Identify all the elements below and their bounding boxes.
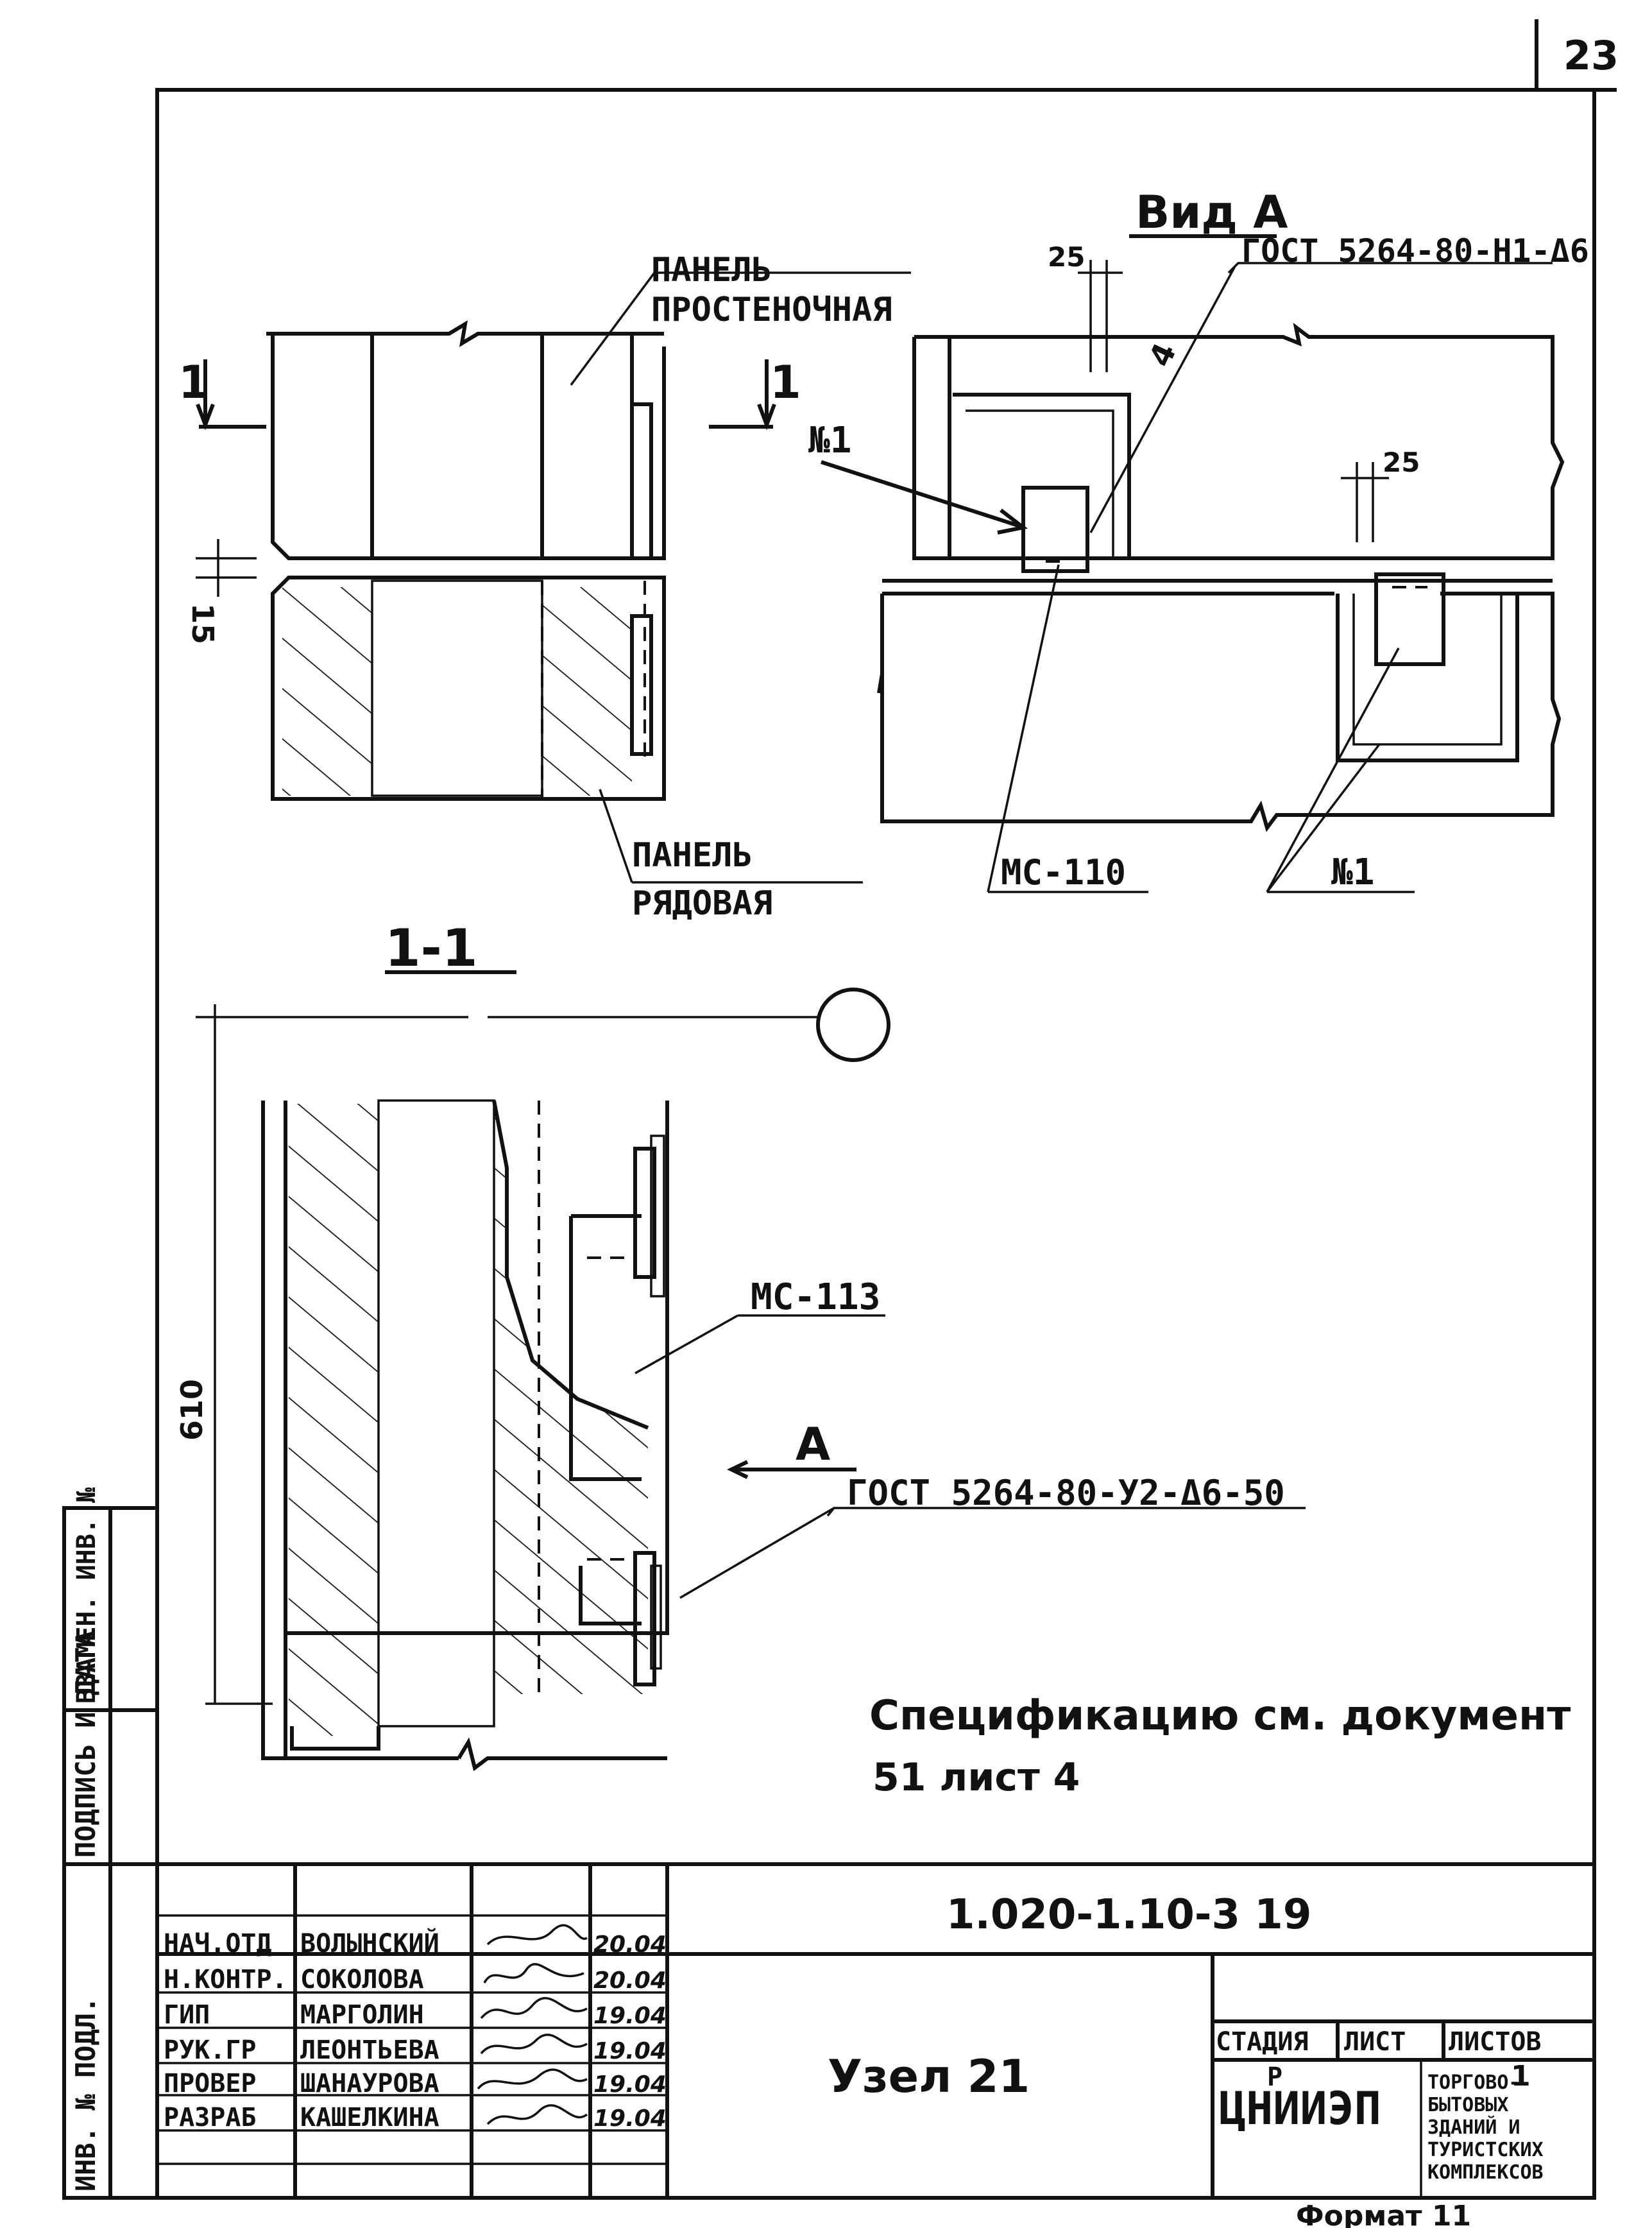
sheet-number: 23 xyxy=(1563,32,1619,79)
staff-role: НАЧ.ОТД xyxy=(164,1929,272,1958)
dim-gap: 15 xyxy=(185,603,220,644)
item-no1-right: №1 xyxy=(1331,852,1374,893)
org-description: ТОРГОВО- БЫТОВЫХ ЗДАНИЙ И ТУРИСТСКИХ КОМ… xyxy=(1427,2071,1544,2184)
cut-mark-left: 1 xyxy=(178,356,210,409)
staff-role: ГИП xyxy=(164,2000,210,2030)
sheets-header: ЛИСТОВ xyxy=(1449,2027,1542,2057)
org-desc-line: КОМПЛЕКСОВ xyxy=(1427,2161,1544,2184)
stage-header: СТАДИЯ xyxy=(1216,2027,1309,2057)
sheet-header: ЛИСТ xyxy=(1344,2027,1406,2057)
side-inv-no-podl: ИНВ. № ПОДЛ. xyxy=(70,1997,101,2191)
side-podpis-data: ПОДПИСЬ И ДАТА xyxy=(70,1631,101,1858)
org-desc-line: ЗДАНИЙ И xyxy=(1427,2116,1520,2139)
view-a-title: Вид А xyxy=(1136,186,1288,239)
label-panel-row-2: РЯДОВАЯ xyxy=(632,884,772,923)
item-mc110: МС-110 xyxy=(1001,852,1126,893)
section-title: 1-1 xyxy=(385,918,478,978)
upper-left-plan xyxy=(196,271,911,884)
staff-role: ПРОВЕР xyxy=(164,2069,257,2098)
staff-date: 19.04 xyxy=(593,2003,667,2029)
staff-date: 19.04 xyxy=(593,2105,667,2132)
label-panel-wall-1: ПАНЕЛЬ xyxy=(651,251,772,289)
staff-name: ШАНАУРОВА xyxy=(300,2069,439,2098)
staff-role: Н.КОНТР. xyxy=(164,1965,287,1994)
doc-code: 1.020-1.10-3 19 xyxy=(946,1891,1311,1939)
staff-date: 20.04 xyxy=(593,1967,667,1994)
format-label: Формат 11 xyxy=(1296,2200,1471,2228)
staff-role: РУК.ГР xyxy=(164,2035,257,2065)
staff-date: 19.04 xyxy=(593,2038,667,2064)
staff-date: 19.04 xyxy=(593,2071,667,2098)
sheets-value: 1 xyxy=(1511,2060,1531,2093)
view-a-drawing xyxy=(821,260,1565,893)
org-desc-line: ТОРГОВО- xyxy=(1427,2071,1520,2094)
dim-height: 610 xyxy=(175,1379,209,1441)
org-desc-line: ТУРИСТСКИХ xyxy=(1427,2139,1544,2161)
view-arrow: А xyxy=(796,1418,830,1471)
label-panel-wall-2: ПРОСТЕНОЧНАЯ xyxy=(651,291,892,329)
staff-name: СОКОЛОВА xyxy=(300,1965,424,1994)
staff-rows: НАЧ.ОТД ВОЛЫНСКИЙ 20.04 Н.КОНТР. СОКОЛОВ… xyxy=(164,1928,667,2132)
dim-25-top: 25 xyxy=(1048,241,1085,273)
staff-name: КАШЕЛКИНА xyxy=(300,2103,439,2132)
signatures xyxy=(477,1924,588,2125)
dim-25-right: 25 xyxy=(1383,447,1420,478)
stage-value: Р xyxy=(1267,2062,1282,2092)
item-no1-left: №1 xyxy=(808,420,851,461)
drawing-name: Узел 21 xyxy=(828,2050,1030,2103)
staff-name: ВОЛЫНСКИЙ xyxy=(300,1928,439,1958)
staff-date: 20.04 xyxy=(593,1932,667,1958)
staff-name: МАРГОЛИН xyxy=(300,2000,424,2030)
note-line-2: 51 лист 4 xyxy=(873,1755,1080,1800)
side-vzamen: ВЗАМЕН. ИНВ. № xyxy=(72,1487,101,1704)
org-desc-line: БЫТОВЫХ xyxy=(1427,2094,1508,2116)
sheet-frame xyxy=(155,19,1617,2200)
organization: ЦНИИЭП xyxy=(1219,2082,1381,2135)
side-stamp xyxy=(62,1506,159,2200)
note-line-1: Спецификацию см. документ xyxy=(869,1692,1571,1740)
item-mc113: МС-113 xyxy=(751,1276,880,1318)
title-block-grid xyxy=(157,1862,1594,2198)
section-drawing xyxy=(196,988,1306,1772)
gost-bottom: ГОСТ 5264-80-У2-Δ6-50 xyxy=(847,1473,1285,1513)
weld-mark: 4 xyxy=(1142,338,1184,372)
label-panel-row-1: ПАНЕЛЬ xyxy=(632,836,753,875)
staff-role: РАЗРАБ xyxy=(164,2103,257,2132)
cut-mark-right: 1 xyxy=(770,356,801,409)
staff-name: ЛЕОНТЬЕВА xyxy=(300,2035,439,2065)
gost-top: ГОСТ 5264-80-Н1-Δ6 xyxy=(1241,232,1589,270)
